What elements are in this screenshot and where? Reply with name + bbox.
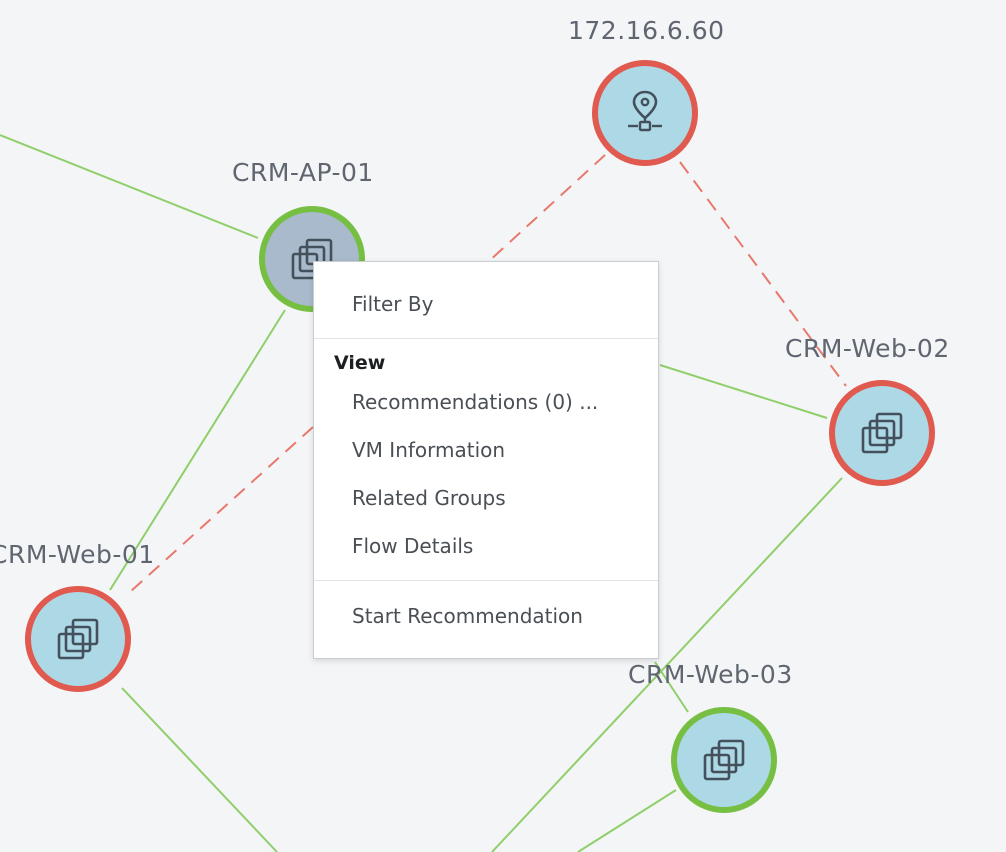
menu-header-view: View <box>334 352 386 374</box>
node-label-crm-web-03: CRM-Web-03 <box>628 660 793 689</box>
node-ip-endpoint[interactable] <box>592 60 698 166</box>
node-crm-web-02[interactable] <box>829 380 935 486</box>
edge-dashed-ip-to-menu <box>487 154 606 263</box>
menu-item-recommendations[interactable]: Recommendations (0) ... <box>352 390 599 414</box>
vm-stack-icon <box>703 739 745 781</box>
node-label-crm-ap-01: CRM-AP-01 <box>232 158 374 187</box>
edge-crm-ap-01-to-crm-web-01 <box>109 309 286 591</box>
node-crm-web-03[interactable] <box>671 707 777 813</box>
edge-offscreen-to-crm-ap-01 <box>0 134 259 239</box>
menu-item-start-recommendation[interactable]: Start Recommendation <box>352 604 583 628</box>
edge-crm-web-03-to-offscreen <box>577 789 677 852</box>
menu-item-filter-by[interactable]: Filter By <box>352 292 434 316</box>
menu-item-related-groups[interactable]: Related Groups <box>352 486 506 510</box>
vm-stack-icon <box>861 412 903 454</box>
edge-dashed-ip-to-crm-web-02 <box>679 161 847 387</box>
vm-stack-icon <box>57 618 99 660</box>
edge-menu-to-crm-web-03 <box>654 661 689 713</box>
node-context-menu: Filter By View Recommendations (0) ... V… <box>313 261 659 659</box>
endpoint-pin-icon <box>628 90 662 132</box>
edge-crm-web-01-to-offscreen <box>121 687 278 852</box>
node-crm-web-01[interactable] <box>25 586 131 692</box>
node-label-crm-web-02: CRM-Web-02 <box>785 334 950 363</box>
node-label-ip: 172.16.6.60 <box>568 16 725 45</box>
menu-item-vm-information[interactable]: VM Information <box>352 438 506 462</box>
menu-divider <box>314 338 658 339</box>
edge-crm-web-02-to-offscreen <box>491 477 843 852</box>
node-label-crm-web-01: CRM-Web-01 <box>0 540 155 569</box>
menu-item-flow-details[interactable]: Flow Details <box>352 534 474 558</box>
edge-dashed-menu-to-crm-web-01 <box>129 426 314 593</box>
edge-menu-to-crm-web-02 <box>659 364 828 419</box>
menu-divider <box>314 580 658 581</box>
